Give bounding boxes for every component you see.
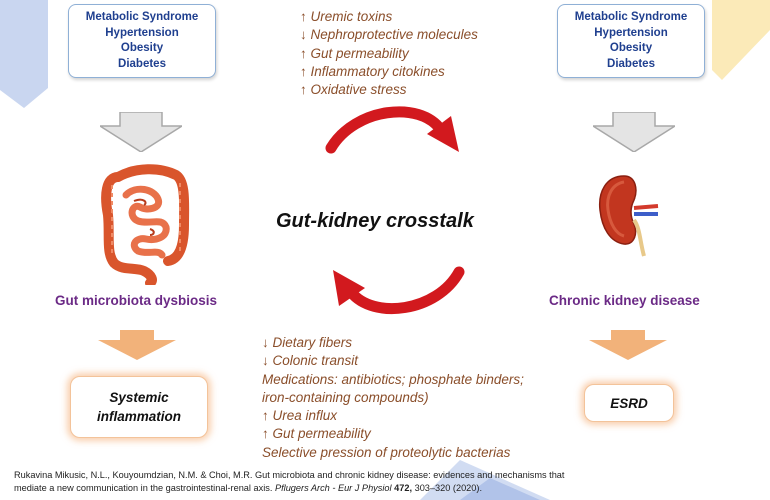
right-condition-1: Metabolic Syndrome [574, 11, 688, 23]
gut-to-kidney-effects: ↓ Dietary fibers ↓ Colonic transit Medic… [262, 334, 524, 462]
decorative-shape-yellow-right [712, 0, 770, 80]
effect-item: ↑ Uremic toxins [300, 9, 393, 24]
citation-text: Rukavina Mikusic, N.L., Kouyoumdzian, N.… [14, 470, 565, 493]
right-outcome: ESRD [610, 395, 648, 411]
gray-down-arrow-right [593, 112, 675, 152]
right-condition-4: Diabetes [607, 57, 655, 70]
left-outcome-line-2: inflammation [96, 409, 181, 424]
effect-item: ↑ Inflammatory citokines [300, 63, 445, 79]
right-label: Chronic kidney disease [549, 293, 700, 308]
kidney-to-gut-effects: ↑ Uremic toxins ↓ Nephroprotective molec… [300, 8, 478, 99]
effect-item: Medications: antibiotics; phosphate bind… [262, 371, 524, 387]
effect-item: ↓ Colonic transit [262, 353, 359, 369]
citation-pages: 303–320 (2020). [414, 482, 483, 493]
citation-volume: 472, [394, 482, 413, 493]
right-condition-2: Hypertension [594, 26, 668, 39]
effect-item: ↑ Gut permeability [262, 426, 371, 442]
decorative-shape-blue-bottom [420, 460, 550, 500]
citation-journal: Pflugers Arch - Eur J Physiol [274, 482, 392, 493]
red-curved-arrow-bottom [333, 266, 465, 315]
left-outcome-line-1: Systemic [109, 390, 169, 405]
effect-item: ↓ Nephroprotective molecules [300, 27, 478, 43]
left-condition-1: Metabolic Syndrome [85, 11, 199, 23]
esrd-box: ESRD [584, 384, 674, 422]
right-condition-3: Obesity [609, 42, 653, 54]
gray-down-arrow-left [100, 112, 182, 152]
effect-item: ↑ Gut permeability [300, 45, 409, 61]
systemic-inflammation-box: Systemic inflammation [70, 376, 208, 438]
decorative-shape-blue-left [0, 0, 48, 108]
left-condition-2: Hypertension [105, 26, 179, 39]
orange-down-arrow-right [589, 330, 667, 360]
citation: Rukavina Mikusic, N.L., Kouyoumdzian, N.… [14, 469, 574, 494]
orange-down-arrow-left [98, 330, 176, 360]
kidney-illustration [598, 175, 659, 257]
effect-item: ↑ Urea influx [262, 408, 338, 424]
left-label: Gut microbiota dysbiosis [55, 293, 218, 308]
intestine-illustration [101, 164, 190, 285]
effect-item: ↓ Dietary fibers [262, 335, 353, 350]
left-condition-3: Obesity [120, 42, 164, 54]
left-condition-4: Diabetes [118, 57, 166, 70]
red-curved-arrow-top [325, 106, 459, 154]
left-conditions-box: Metabolic Syndrome Hypertension Obesity … [68, 4, 216, 78]
right-conditions-box: Metabolic Syndrome Hypertension Obesity … [557, 4, 705, 78]
effect-item: iron-containing compounds) [262, 389, 429, 405]
effect-item: Selective pression of proteolytic bacter… [262, 444, 511, 460]
diagram-title: Gut-kidney crosstalk [276, 210, 474, 232]
effect-item: ↑ Oxidative stress [300, 82, 407, 98]
